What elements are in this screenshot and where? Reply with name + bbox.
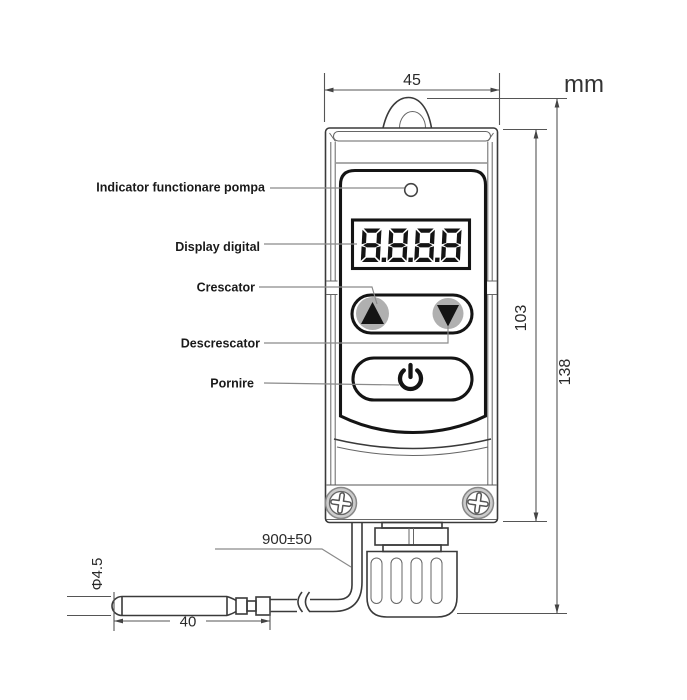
up-button xyxy=(356,297,389,330)
dim-probe-diameter-value: Φ4.5 xyxy=(89,558,106,591)
dim-cable-length-value: 900±50 xyxy=(262,531,312,548)
dimension-panel-height-103: 103 xyxy=(503,128,547,523)
panel-seams xyxy=(333,438,492,456)
unit-label: mm xyxy=(564,71,604,98)
label-power: Pornire xyxy=(210,377,254,391)
power-icon xyxy=(397,362,424,392)
side-rails xyxy=(326,142,497,485)
side-clip-left xyxy=(326,280,338,295)
dimension-width-45: 45 xyxy=(323,72,501,125)
bottom-band xyxy=(326,484,497,520)
dimension-total-height-138: 138 xyxy=(427,97,574,615)
temperature-probe xyxy=(111,595,271,617)
pump-led-icon xyxy=(403,182,419,198)
label-increase: Crescator xyxy=(197,281,255,295)
cable-break-icon xyxy=(297,591,311,613)
gland-ribs xyxy=(370,557,443,604)
up-triangle-icon xyxy=(361,302,384,324)
probe-crimp-rings xyxy=(226,595,271,617)
side-clip-right xyxy=(485,280,497,295)
loop-hole xyxy=(399,111,426,129)
power-button xyxy=(351,356,474,402)
device-front-view xyxy=(324,96,499,524)
label-pump-indicator: Indicator functionare pompa xyxy=(96,181,266,195)
seven-segment-digits xyxy=(360,228,462,263)
dim-total-height-value: 138 xyxy=(557,359,574,386)
digital-display xyxy=(350,218,472,271)
dimension-cable-length: 900±50 xyxy=(215,531,352,568)
screw-right-icon xyxy=(461,486,495,520)
callout-labels: Indicator functionare pompa Display digi… xyxy=(96,181,266,391)
callout-leaders xyxy=(259,187,449,386)
dim-probe-length-value: 40 xyxy=(180,614,197,631)
dim-width-value: 45 xyxy=(403,72,421,89)
down-triangle-icon xyxy=(437,305,459,327)
dim-panel-height-value: 103 xyxy=(513,305,530,332)
dimension-probe-diameter: Φ4.5 xyxy=(67,558,115,631)
screw-left-icon xyxy=(324,486,358,520)
hanging-loop xyxy=(382,96,433,129)
label-decrease: Descrescator xyxy=(181,337,260,351)
label-display: Display digital xyxy=(175,240,260,254)
down-button xyxy=(432,298,464,329)
sensor-cable xyxy=(270,523,363,613)
top-cap xyxy=(329,131,494,164)
dimension-probe-length-40: 40 xyxy=(114,610,271,631)
cable-gland xyxy=(366,521,458,618)
updown-button-group xyxy=(350,293,474,335)
